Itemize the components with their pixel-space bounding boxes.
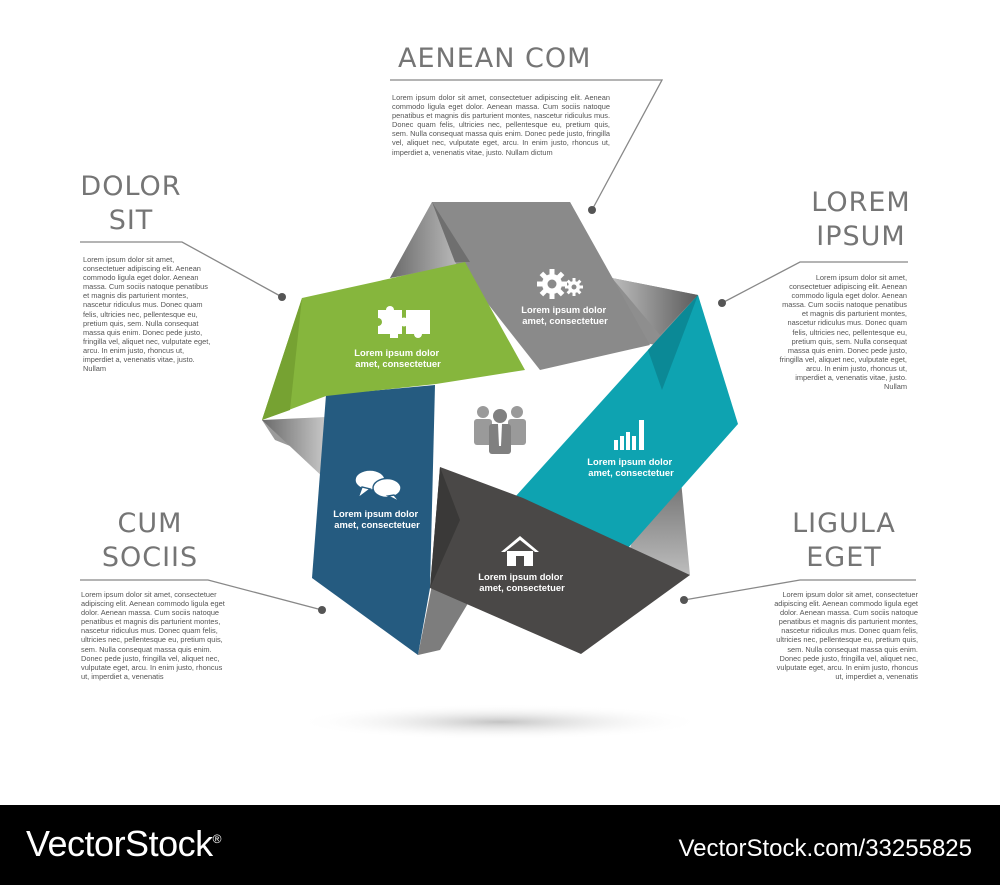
fold-bottom (418, 585, 470, 655)
footer-bar: VectorStock® VectorStock.com/33255825 (0, 805, 1000, 885)
leader-line-right-bottom (683, 579, 916, 601)
callout-title-line: EGET (806, 542, 882, 573)
segment-label-line: amet, consectetuer (588, 467, 674, 478)
fold-right-shade (612, 278, 698, 335)
callout-title-left-bottom: CUM SOCIIS (96, 507, 204, 575)
callout-title-line: DOLOR (80, 171, 182, 202)
callout-title-right-top: LOREM IPSUM (800, 186, 922, 254)
segment-label-line: amet, consectetuer (355, 358, 441, 369)
segment-chart-shade (648, 295, 698, 390)
callout-title-line: SOCIIS (101, 542, 199, 573)
woven-heptagon: Lorem ipsum dolor amet, consectetuer Lor… (262, 202, 738, 740)
callout-body-right-bottom: Lorem ipsum dolor sit amet, consectetuer… (774, 590, 918, 681)
segment-label-line: Lorem ipsum dolor (478, 571, 563, 582)
segment-label-line: amet, consectetuer (522, 315, 608, 326)
leader-line-left-bottom (80, 579, 323, 611)
segment-home-shade (430, 467, 460, 588)
leader-dot-right-top (718, 299, 726, 307)
callout-title-line: CUM (117, 508, 183, 539)
footer-logo-text: VectorStock (26, 823, 213, 864)
callout-title-right-bottom: LIGULA EGET (788, 507, 900, 575)
fold-top-shade (390, 202, 470, 278)
callout-body-top: Lorem ipsum dolor sit amet, consectetuer… (392, 93, 610, 157)
callout-body-left-top: Lorem ipsum dolor sit amet, consectetuer… (83, 255, 211, 374)
segment-label-chat: Lorem ipsum dolor amet, consectetuer (333, 508, 421, 530)
segment-chart (515, 295, 738, 548)
segment-label-puzzle: Lorem ipsum dolor amet, consectetuer (354, 347, 442, 369)
callout-body-left-bottom: Lorem ipsum dolor sit amet, consectetuer… (81, 590, 225, 681)
callout-title-left-top: DOLOR SIT (79, 170, 183, 238)
segment-puzzle (262, 262, 525, 420)
segment-label-chart: Lorem ipsum dolor amet, consectetuer (587, 456, 675, 478)
leader-line-right-top (721, 261, 908, 304)
leader-dot-right-bottom (680, 596, 688, 604)
segment-label-gears: Lorem ipsum dolor amet, consectetuer (521, 304, 609, 326)
footer-logo[interactable]: VectorStock® (26, 823, 221, 865)
leader-dot-left-bottom (318, 606, 326, 614)
callout-body-right-top: Lorem ipsum dolor sit amet, consectetuer… (779, 273, 907, 392)
footer-image-ref[interactable]: VectorStock.com/33255825 (678, 835, 972, 862)
leader-line-top (390, 79, 664, 211)
callout-title-line: SIT (108, 205, 154, 236)
leader-lines (80, 79, 916, 614)
segment-puzzle-shade (262, 298, 302, 420)
segment-home (430, 467, 690, 654)
segment-label-line: amet, consectetuer (334, 519, 420, 530)
gears-icon (537, 269, 583, 299)
ground-shadow (295, 704, 705, 740)
segment-label-line: amet, consectetuer (479, 582, 565, 593)
fold-left-shade (262, 417, 326, 480)
leader-dot-top (588, 206, 596, 214)
segment-label-line: Lorem ipsum dolor (333, 508, 418, 519)
segment-label-line: Lorem ipsum dolor (587, 456, 672, 467)
puzzle-icon (374, 306, 430, 338)
team-icon (474, 406, 526, 454)
speech-bubbles-icon (354, 469, 402, 503)
footer-logo-mark: ® (212, 832, 222, 846)
callout-title-line: IPSUM (816, 221, 906, 252)
callout-title-line: LOREM (811, 187, 911, 218)
segment-label-line: Lorem ipsum dolor (354, 347, 439, 358)
infographic: AENEAN COM Lorem ipsum dolor sit amet, c… (79, 42, 922, 740)
callout-title-line: LIGULA (792, 508, 896, 539)
segment-gears-edge (432, 202, 470, 262)
leader-dot-left-top (278, 293, 286, 301)
callout-title-top: AENEAN COM (398, 42, 591, 76)
leader-line-left-top (80, 241, 283, 298)
segment-label-home: Lorem ipsum dolor amet, consectetuer (478, 571, 566, 593)
home-icon (501, 536, 539, 566)
segment-chat (312, 385, 435, 655)
segment-label-line: Lorem ipsum dolor (521, 304, 606, 315)
callout-title-line: AENEAN COM (398, 43, 592, 74)
bar-chart-icon (614, 420, 644, 450)
